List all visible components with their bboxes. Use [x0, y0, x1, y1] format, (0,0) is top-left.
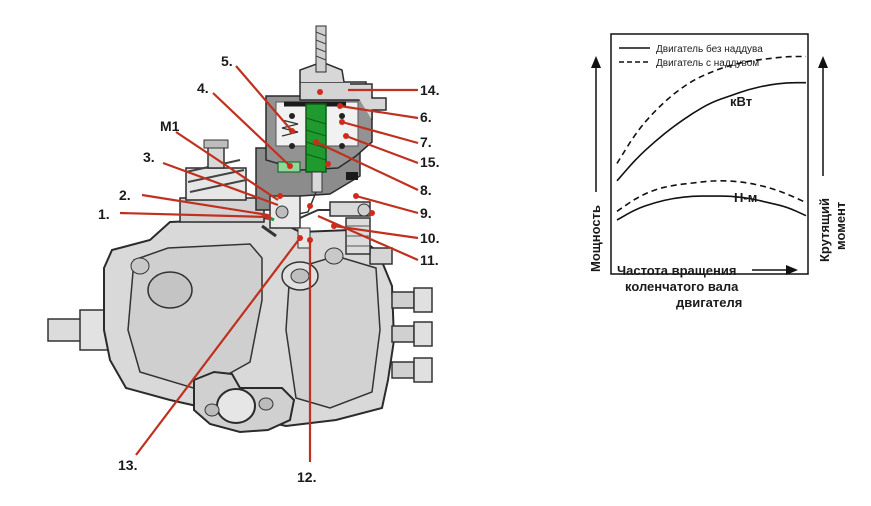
curve-torque-dashed	[616, 179, 807, 212]
governor-housing	[179, 139, 265, 223]
callout-m1: M1	[160, 118, 180, 134]
callout-labels: 1. 2. 3. M1 4. 5. 14. 6. 7. 15. 8. 9. 10…	[98, 53, 439, 485]
y-left-label: Мощность	[588, 205, 603, 272]
x-label-line2: коленчатого вала	[625, 279, 739, 294]
callout-11: 11.	[420, 252, 439, 268]
curve-power-solid	[616, 81, 806, 182]
callout-3: 3.	[143, 149, 155, 165]
y-right-label-line1: Крутящий	[817, 198, 832, 262]
drive-shaft	[47, 309, 109, 351]
callout-9: 9.	[420, 205, 432, 221]
callout-14: 14.	[420, 82, 439, 98]
graph-legend: Двигатель без наддува Двигатель с наддув…	[619, 43, 763, 69]
callout-4: 4.	[197, 80, 209, 96]
callout-7: 7.	[420, 134, 432, 150]
callout-12: 12.	[297, 469, 316, 485]
x-label-line3: двигателя	[676, 295, 742, 310]
callout-8: 8.	[420, 182, 432, 198]
x-axis-arrow	[752, 265, 798, 275]
injection-pump-drawing: 1. 2. 3. M1 4. 5. 14. 6. 7. 15. 8. 9. 10…	[47, 25, 439, 485]
curve-label-kw: кВт	[730, 94, 752, 109]
callout-leader-lines	[119, 65, 419, 462]
legend-solid-label: Двигатель без наддува	[656, 43, 763, 55]
callout-1: 1.	[98, 206, 110, 222]
callout-6: 6.	[420, 109, 432, 125]
callout-15: 15.	[420, 154, 439, 170]
x-label-line1: Частота вращения	[617, 263, 736, 278]
delivery-valve-fittings	[391, 287, 433, 383]
curve-label-nm: Н-м	[734, 190, 757, 205]
control-lever	[261, 195, 371, 255]
power-torque-graph: Двигатель без наддува Двигатель с наддув…	[588, 33, 848, 310]
callout-2: 2.	[119, 187, 131, 203]
green-plunger	[305, 103, 327, 173]
left-axis-arrow	[591, 56, 601, 192]
right-axis-arrow	[818, 56, 828, 176]
y-right-label-line2: момент	[833, 202, 848, 250]
curve-power-dashed	[616, 55, 806, 164]
callout-13: 13.	[118, 457, 137, 473]
legend-dashed-label: Двигатель с наддувом	[656, 58, 759, 69]
graph-curves	[616, 55, 807, 221]
callout-10: 10.	[420, 230, 439, 246]
graph-frame	[610, 33, 809, 275]
callout-5: 5.	[221, 53, 233, 69]
curve-torque-solid	[616, 195, 807, 221]
